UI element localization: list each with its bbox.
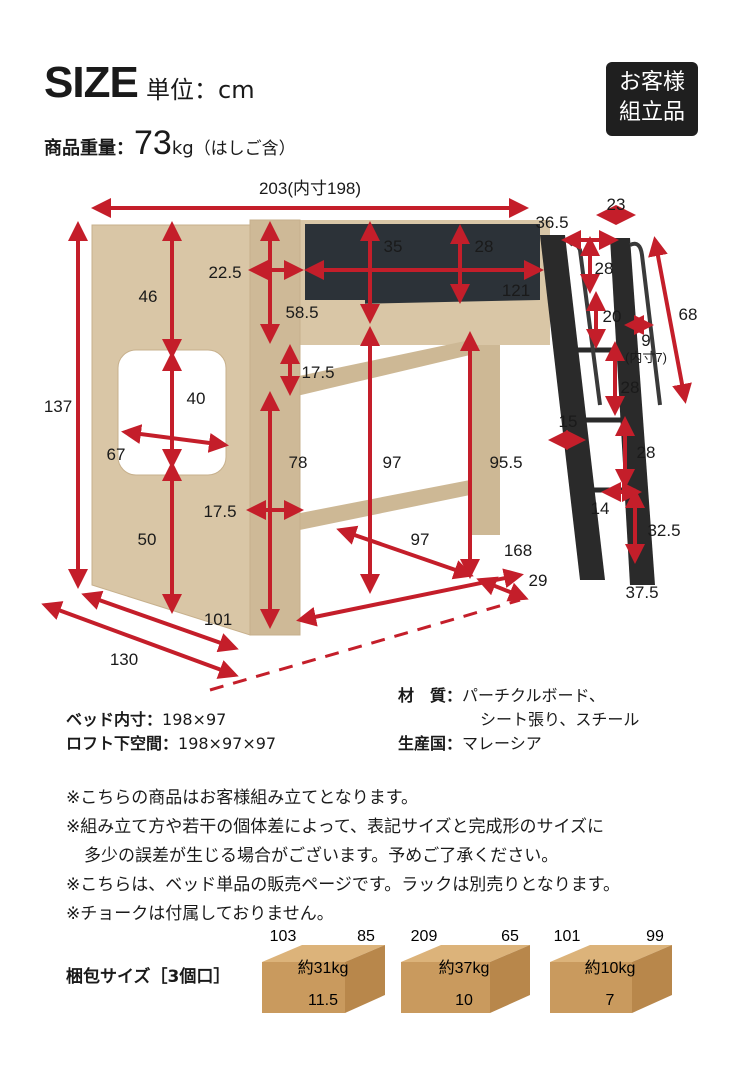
spec-origin-value: マレーシア <box>462 734 542 753</box>
pkg2-weight: 約37kg <box>439 959 490 977</box>
spec-loft-label: ロフト下空間： <box>66 734 179 753</box>
dim-length-168: 168 <box>504 541 532 560</box>
note-line4: ※こちらは、ベッド単品の販売ページです。ラックは別売りとなります。 <box>66 875 620 895</box>
dim-ladder-width: 15 <box>559 412 578 431</box>
dim-center-height: 97 <box>383 453 402 472</box>
dim-right-height: 95.5 <box>489 453 522 472</box>
dim-ladder-height: 68 <box>679 305 698 324</box>
spec-material-value2: シート張り、スチール <box>480 710 640 729</box>
dimension-labels: 203(内寸198) 23 36.5 35 28 22.5 121 46 58.… <box>44 179 698 669</box>
arrow-side-width <box>121 424 229 453</box>
arrow-ladder-68 <box>648 236 692 404</box>
pkg3-length: 101 <box>554 928 581 945</box>
pkg3-height: 7 <box>606 992 615 1009</box>
pkg1-width: 85 <box>357 928 375 945</box>
dim-ladder-step3: 28 <box>637 443 656 462</box>
unit-label: 単位：cm <box>146 76 255 104</box>
dim-left-width: 67 <box>107 445 126 464</box>
weight-note: （はしご含） <box>193 139 296 159</box>
dim-left-opening: 40 <box>187 389 206 408</box>
dim-under-height: 78 <box>289 453 308 472</box>
note-line5: ※チョークは付属しておりません。 <box>66 904 334 924</box>
loft-bed-diagram: 203(内寸198) 23 36.5 35 28 22.5 121 46 58.… <box>41 179 698 692</box>
note-line1: ※こちらの商品はお客様組み立てとなります。 <box>66 788 419 808</box>
dim-ladder-step4: 14 <box>591 499 610 518</box>
package-box-2: 209 65 約37kg 10 <box>401 928 530 1013</box>
spec-material-value1: パーチクルボード、 <box>462 686 605 705</box>
ladder-rail-left <box>540 235 605 580</box>
low-rail <box>290 480 470 532</box>
dim-rail-offset: 58.5 <box>285 303 318 322</box>
pkg1-height: 11.5 <box>308 992 338 1009</box>
note-line2: ※組み立て方や若干の個体差によって、表記サイズと完成形のサイズに <box>66 817 605 837</box>
pkg3-width: 99 <box>646 928 664 945</box>
spec-origin-label: 生産国： <box>398 734 463 753</box>
package-boxes: 103 85 約31kg 11.5 209 65 約37kg 10 101 99… <box>262 928 672 1013</box>
dim-ladder-depth: 29 <box>529 571 548 590</box>
spec-origin: 生産国：マレーシア <box>398 732 639 756</box>
dim-ladder-top: 23 <box>607 195 626 214</box>
weight-unit: kg <box>171 138 194 159</box>
spec-inner-label: ベッド内寸： <box>66 710 163 729</box>
spec-left: ベッド内寸：198×97 ロフト下空間：198×97×97 <box>66 708 276 756</box>
pkg2-length: 209 <box>411 928 438 945</box>
pkg1-weight: 約31kg <box>298 959 349 977</box>
pkg2-height: 10 <box>455 992 473 1009</box>
dim-panel-right: 28 <box>475 237 494 256</box>
arrow-101 <box>81 590 239 653</box>
dim-lower-gap: 17.5 <box>203 502 236 521</box>
package-size-label: 梱包サイズ［3個口］ <box>66 967 231 987</box>
ladder <box>540 235 662 585</box>
panel-base <box>305 300 365 330</box>
dim-left-lower: 50 <box>138 530 157 549</box>
arrow-depth <box>336 525 474 580</box>
spec-material-label: 材 質： <box>398 686 463 705</box>
page-title: SIZE <box>44 58 139 107</box>
bed-frame <box>91 219 550 636</box>
note-line3: 多少の誤差が生じる場合がございます。予めご了承ください。 <box>84 846 559 866</box>
dim-ladder-step1: 28 <box>595 259 614 278</box>
front-post <box>249 219 301 636</box>
dim-ladder-base: 37.5 <box>625 583 658 602</box>
dim-ladder-gap: 9 <box>641 331 650 350</box>
dim-depth-101: 101 <box>204 610 232 629</box>
package-box-3: 101 99 約10kg 7 <box>550 928 672 1013</box>
dim-guard-height: 46 <box>139 287 158 306</box>
arrow-29 <box>476 576 529 602</box>
spec-inner: ベッド内寸：198×97 <box>66 708 276 732</box>
spec-right: 材 質：パーチクルボード、 シート張り、スチール 生産国：マレーシア <box>398 684 639 756</box>
dim-total-height: 137 <box>44 397 72 416</box>
back-post <box>470 335 500 535</box>
dim-ladder-bottom: 32.5 <box>647 521 680 540</box>
spec-material-cont: シート張り、スチール <box>398 708 639 732</box>
handrail-right <box>629 241 662 406</box>
dim-width-top: 203(内寸198) <box>259 179 361 198</box>
pkg2-width: 65 <box>501 928 519 945</box>
badge-line2: 組立品 <box>618 100 685 125</box>
pkg1-length: 103 <box>270 928 297 945</box>
notes: ※こちらの商品はお客様組み立てとなります。 ※組み立て方や若干の個体差によって、… <box>66 784 620 929</box>
dim-ladder-offset: 36.5 <box>535 213 568 232</box>
weight-label: 商品重量： <box>44 138 134 159</box>
dim-depth-130: 130 <box>110 650 138 669</box>
dim-panel-height: 35 <box>384 237 403 256</box>
dim-depth-inner: 97 <box>411 530 430 549</box>
badge-line1: お客様 <box>618 70 685 95</box>
dim-left-gap: 22.5 <box>208 263 241 282</box>
spec-loft-value: 198×97×97 <box>178 734 277 753</box>
dim-rail-gap: 17.5 <box>301 363 334 382</box>
package-box-1: 103 85 約31kg 11.5 <box>262 928 385 1013</box>
product-weight: 商品重量：73kg（はしご含） <box>44 124 296 163</box>
spec-loft: ロフト下空間：198×97×97 <box>66 732 276 756</box>
dim-panel-width: 121 <box>502 281 530 300</box>
dim-ladder-step2: 28 <box>621 378 640 397</box>
dim-ladder-inner: 20 <box>603 307 622 326</box>
pkg3-weight: 約10kg <box>585 959 636 977</box>
weight-value: 73 <box>134 124 172 162</box>
assembly-badge: お客様 組立品 <box>606 62 698 136</box>
dimension-arrows <box>41 198 692 679</box>
spec-inner-value: 198×97 <box>162 710 227 729</box>
spec-material: 材 質：パーチクルボード、 <box>398 684 639 708</box>
dim-ladder-gap-inner: (内寸7) <box>625 350 667 365</box>
